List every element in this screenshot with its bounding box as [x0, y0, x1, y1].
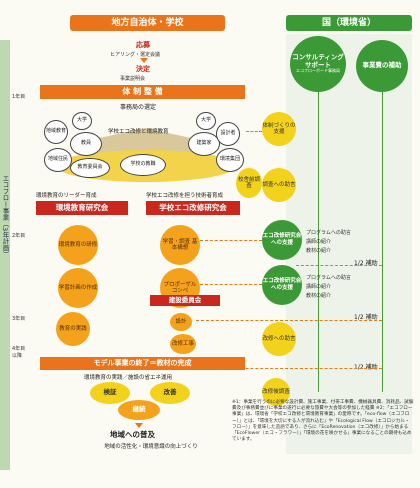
chousa-jogen-circle: 調査への助言 [262, 168, 296, 202]
kosha-chousa-circle: 校舎前調査 [236, 168, 262, 198]
circle-keikaku: 学習計画の作成 [58, 268, 98, 308]
jimukyoku-label: 事務局の選定 [120, 104, 157, 111]
dash-2 [200, 284, 262, 285]
stakeholder-daigaku: 大学 [72, 112, 92, 130]
hojo-label-2: 1/2 補助 [354, 314, 378, 321]
jissen-label: 環境教育の実践／施設の省エネ運用 [84, 375, 173, 381]
left-header: 地方自治体・学校 [70, 15, 225, 31]
support-list-2-item-1: プログラムへの助言 [306, 275, 351, 281]
arrow-down [135, 423, 143, 428]
fukyuu-sub: 地域の活性化・環境意識の向上づくり [104, 444, 198, 450]
support-list-1-item-3: 教材の紹介 [306, 248, 332, 254]
dash-1 [200, 240, 262, 241]
sidebar-band [0, 40, 10, 470]
stakeholder-chiiki-kyouiku: 地域教育 [44, 120, 68, 144]
stakeholder-kyouiku-i: 教育委員会 [70, 158, 110, 178]
eco-kaishu-box: 学校エコ改修研究会 [146, 201, 240, 215]
consulting-support-circle: コンサルティング サポート エコフローボード事務局 [290, 36, 346, 92]
year-2: 2年目 [12, 233, 26, 239]
kankyou-kyouiku-box: 環境教育研究会 [36, 201, 128, 215]
kaizen-circle: 改善 [150, 382, 190, 404]
footnote: ※1：事業を行うのに必要な設計費、施工事業、付帯工事費、機械器具費、消耗品、試験… [232, 400, 414, 443]
year-4: 4年目以降 [12, 346, 26, 359]
circle-kihon: 学習・調査 基本構想 [160, 225, 200, 265]
stakeholder-kankyou: 環境集団 [216, 148, 244, 172]
dash-3 [296, 265, 382, 266]
step-oubo-sub: ヒアリング・選定会議 [110, 52, 161, 58]
dash-4 [196, 320, 382, 321]
stakeholder-kyouin: 教員 [70, 132, 102, 156]
support-list-2-item-3: 教材の紹介 [306, 293, 332, 299]
school-pair-label: 学校エコ改修と環境教育 [108, 129, 169, 135]
fukyuu-label: 地域への普及 [110, 430, 155, 439]
kaishu-jogen-circle: 改修への助言 [262, 322, 296, 356]
right-column-bg [286, 34, 412, 454]
circle-sekkei: 設計 [170, 313, 192, 331]
taisei-shien-circle: 体制づくりの支援 [262, 112, 296, 146]
year-3: 3年目 [12, 316, 26, 322]
arrow [140, 58, 148, 63]
kensho-circle: 検証 [90, 382, 130, 404]
support-list-2-item-2: 講師の紹介 [306, 284, 332, 290]
sidebar-label: エコフロー事業（3年計画） [1, 175, 9, 258]
eco-support-circle-2: エコ改修研究会への支援 [262, 265, 302, 305]
dash-5 [196, 368, 382, 369]
stakeholder-kyouiku-gakkou: 学校の教職 [120, 154, 166, 176]
circle-kaishu: 改修工事 [170, 334, 196, 354]
stakeholder-chiiki-juumin: 地域住民 [44, 148, 72, 172]
green-vline-2 [382, 92, 383, 392]
step-kettei-sub: 事業説明会 [120, 76, 146, 82]
step-oubo: 応募 [136, 41, 150, 49]
green-vline-1 [318, 92, 319, 392]
taisei-bar: 体 制 整 備 [40, 85, 245, 99]
circle-kenshu: 環境教育の研修 [58, 225, 98, 265]
support-list-1-item-2: 講師の紹介 [306, 239, 332, 245]
hojo-label-1: 1/2 補助 [354, 260, 378, 267]
circle-jissen: 教育の実践 [56, 312, 90, 346]
kaishu-go-chousa-circle: 改修後調査 [262, 378, 290, 406]
stakeholder-sekkei: 設計者 [216, 122, 240, 146]
kensetsu-iinkai: 建設委員会 [150, 295, 220, 306]
dash-6 [246, 131, 262, 132]
hojo-label-3: 1/2 補助 [354, 364, 378, 371]
hojo-circle: 事業費の補助 [356, 40, 408, 92]
step-kettei: 決定 [136, 65, 150, 73]
stakeholder-daigaku-2: 大学 [196, 112, 216, 130]
stakeholder-kenchiku: 建築家 [188, 132, 220, 156]
leader-label: 環境教育のリーダー育成 [36, 193, 97, 199]
eco-support-circle-1: エコ改修研究会への支援 [262, 220, 302, 260]
tech-label: 学校エコ改修を担う技術者育成 [146, 193, 224, 199]
keizoku-circle: 継続 [118, 400, 160, 420]
model-bar: モデル事業の終了＝教材の完成 [40, 357, 245, 370]
right-header: 国（環境省） [286, 15, 412, 31]
support-list-1-item-1: プログラムへの助言 [306, 230, 351, 236]
year-1: 1年目 [12, 94, 26, 100]
